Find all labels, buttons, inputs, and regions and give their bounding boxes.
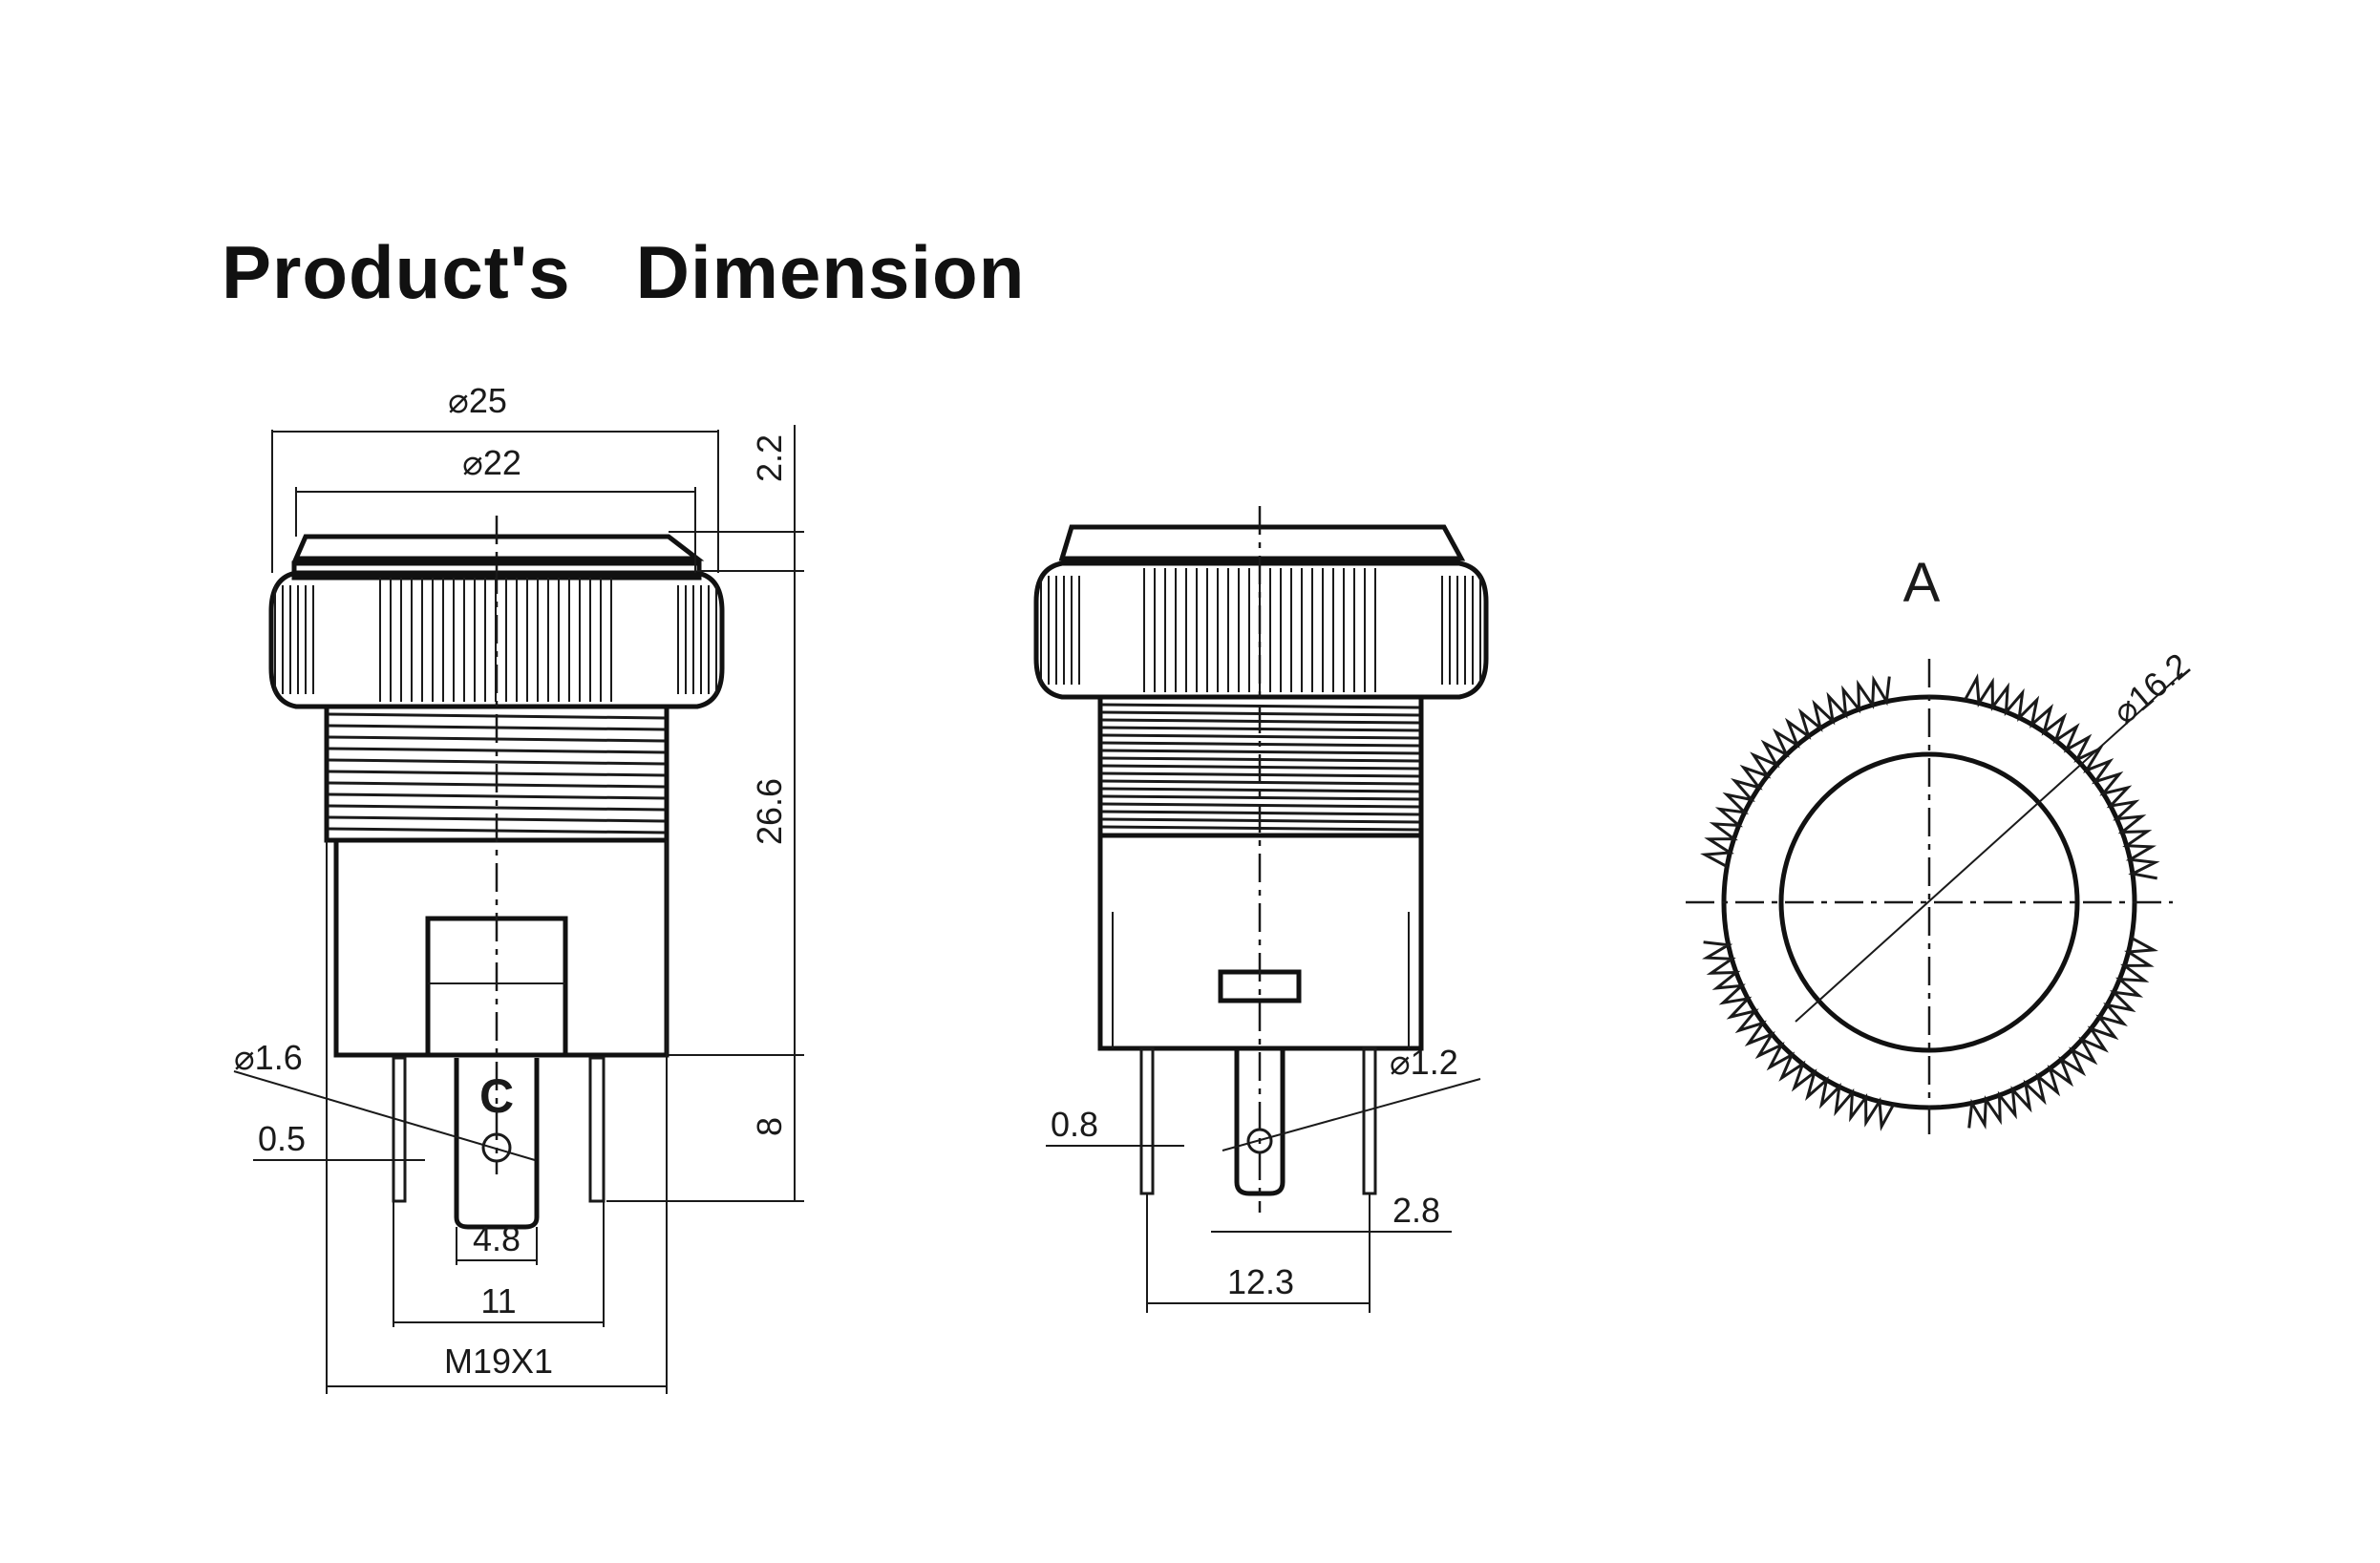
dim-bezel-diameter: ⌀22 xyxy=(462,443,521,482)
side-knurl-ribs xyxy=(1040,568,1481,692)
dim-view-a-diameter: ⌀16.2 xyxy=(2105,645,2198,731)
front-left-pin xyxy=(392,1056,407,1203)
dim-terminal-length: 8 xyxy=(750,1117,789,1136)
dim-side-pin-diameter: ⌀1.2 xyxy=(1390,1043,1458,1082)
front-knurl-ribs xyxy=(274,578,717,702)
side-view: 0.8 ⌀1.2 2.8 12.3 xyxy=(1033,506,1489,1313)
dim-top-height: 2.2 xyxy=(750,434,789,482)
hatch-line xyxy=(328,804,666,812)
view-a-inner-circle xyxy=(1778,751,2080,1053)
front-right-pin xyxy=(588,1056,606,1203)
hatch-line xyxy=(328,792,666,800)
page-title: Product's Dimension xyxy=(222,230,1026,314)
dim-side-tab-width: 2.8 xyxy=(1392,1191,1440,1230)
side-right-pin xyxy=(1362,1046,1377,1195)
side-housing xyxy=(1097,833,1424,1051)
serration-arc xyxy=(1963,673,2160,880)
front-view: C ⌀25 ⌀22 2.2 26.6 8 ⌀1.6 0.5 4.8 1 xyxy=(233,381,804,1394)
front-center-tab xyxy=(454,1058,540,1230)
side-left-pin xyxy=(1139,1046,1155,1195)
serration-arc xyxy=(1700,675,1891,869)
side-cap xyxy=(1058,524,1466,561)
dim-front-pin-thickness: 0.5 xyxy=(258,1119,306,1158)
hatch-line xyxy=(1101,733,1420,740)
dim-outer-diameter: ⌀25 xyxy=(448,381,507,420)
view-a-serrations xyxy=(1700,673,2160,1131)
front-knurl-ring xyxy=(268,570,725,709)
dim-side-pin-thickness: 0.8 xyxy=(1051,1105,1098,1144)
dim-side-pin-spacing: 12.3 xyxy=(1227,1262,1294,1301)
dim-thread-size: M19X1 xyxy=(444,1341,553,1381)
hatch-line xyxy=(1101,794,1420,801)
dim-body-height: 26.6 xyxy=(750,778,789,845)
hatch-line xyxy=(1101,787,1420,793)
dim-center-tab-width: 4.8 xyxy=(473,1219,521,1258)
dim-front-pin-diameter: ⌀1.6 xyxy=(234,1038,303,1077)
front-cap xyxy=(292,534,705,561)
hatch-line xyxy=(328,758,666,766)
serration-arc xyxy=(1702,940,1896,1131)
serration-arc xyxy=(1967,936,2158,1130)
side-knurl-ring xyxy=(1033,560,1489,700)
view-a-label: A xyxy=(1903,552,1941,614)
view-a: A ⌀16.2 xyxy=(1686,552,2197,1141)
hatch-line xyxy=(1101,749,1420,755)
dim-pin-spacing: 11 xyxy=(480,1281,516,1320)
